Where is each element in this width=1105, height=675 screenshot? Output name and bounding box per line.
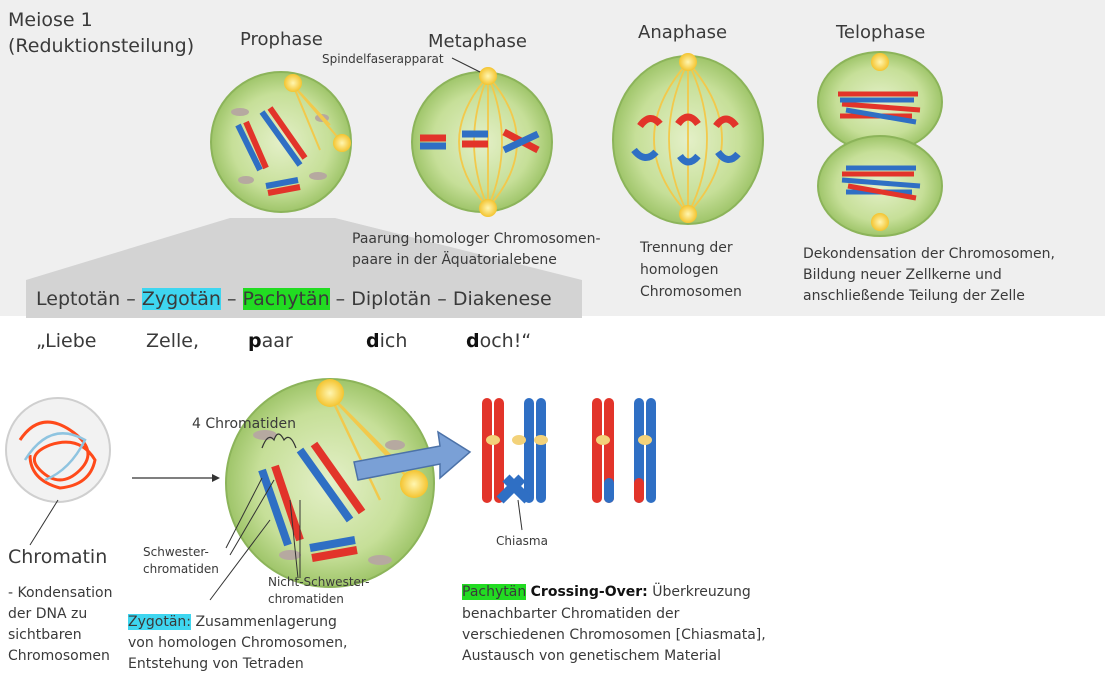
metaphase-caption-line1: Paarung homologer Chromosomen- (352, 231, 601, 247)
stage-diplotaen: Diplotän (351, 288, 432, 310)
chiasma-chromosomes (482, 398, 548, 531)
zygotene-cell (209, 378, 435, 601)
mnemonic-word-1: „Liebe (36, 330, 97, 352)
chromatin-desc-line3: sichtbaren (8, 627, 82, 643)
label-schwester-line2: chromatiden (143, 562, 219, 576)
stage-dash: – (437, 288, 447, 310)
anaphase-caption-line2: homologen (640, 262, 719, 278)
zygotaen-caption-line3: Entstehung von Tetraden (128, 656, 304, 672)
crossing-over-term: Crossing-Over: (530, 584, 648, 600)
label-nicht-schwester-line1: Nicht-Schwester- (268, 575, 370, 589)
label-chromatin: Chromatin (8, 546, 108, 568)
diagram-title: Meiose 1 (8, 9, 93, 31)
anaphase-caption-line3: Chromosomen (640, 284, 742, 300)
mnemonic-word-4: dich (366, 330, 408, 352)
phase-title-telophase: Telophase (836, 22, 926, 43)
label-spindelfaserapparat: Spindelfaserapparat (322, 52, 444, 66)
chromatin-desc-line4: Chromosomen (8, 648, 110, 664)
telophase-caption-line1: Dekondensation der Chromosomen, (803, 246, 1055, 262)
substage-list: Leptotän – Zygotän – Pachytän – Diplotän… (36, 288, 552, 310)
zoom-arrow (353, 430, 472, 481)
telophase-caption-line2: Bildung neuer Zellkerne und (803, 267, 1002, 283)
telophase-cells (817, 51, 943, 237)
telophase-caption-line3: anschließende Teilung der Zelle (803, 288, 1025, 304)
stage-diakenese: Diakenese (452, 288, 552, 310)
pachytaen-caption-line3: verschiedenen Chromosomen [Chiasmata], (462, 627, 766, 643)
stage-leptotaen: Leptotän (36, 288, 121, 310)
stage-pachytaen: Pachytän (242, 288, 330, 310)
arrow-head (212, 474, 220, 482)
chromatin-desc-line1: - Kondensation (8, 585, 113, 601)
prophase-cell (210, 71, 352, 213)
metaphase-caption-line2: paare in der Äquatorialebene (352, 252, 557, 268)
zygotaen-tag: Zygotän: (128, 614, 191, 630)
pachytaen-caption-line2: benachbarter Chromatiden der (462, 606, 680, 622)
phase-title-prophase: Prophase (240, 29, 323, 50)
label-chiasma: Chiasma (496, 534, 548, 548)
phase-title-anaphase: Anaphase (638, 22, 728, 43)
diagram-subtitle: (Reduktionsteilung) (8, 35, 195, 57)
mnemonic-word-2: Zelle, (146, 330, 199, 352)
stage-dash: – (126, 288, 136, 310)
anaphase-caption-line1: Trennung der (640, 240, 733, 256)
recombined-chromosomes (592, 398, 656, 503)
label-schwester-line1: Schwester- (143, 545, 209, 559)
zygotaen-caption-line1: Zygotän: Zusammenlagerung (128, 614, 337, 630)
pachytaen-tag: Pachytän (462, 584, 527, 600)
mnemonic-word-5: doch!“ (466, 330, 532, 352)
anaphase-cell (612, 53, 764, 225)
zygotaen-caption-line2: von homologen Chromosomen, (128, 635, 348, 651)
mnemonic-word-3: paar (248, 330, 293, 352)
chromatin-illustration (5, 397, 111, 546)
metaphase-cell (411, 57, 553, 217)
pachytaen-caption-line1: Pachytän Crossing-Over: Überkreuzung (462, 584, 751, 600)
stage-dash: – (226, 288, 237, 310)
phase-title-metaphase: Metaphase (428, 31, 528, 52)
stage-zygotaen: Zygotän (141, 288, 221, 310)
pachytaen-caption-line4: Austausch von genetischem Material (462, 648, 721, 664)
label-4-chromatiden: 4 Chromatiden (192, 416, 296, 432)
label-nicht-schwester-line2: chromatiden (268, 592, 344, 606)
chromatin-desc-line2: der DNA zu (8, 606, 88, 622)
stage-dash: – (335, 288, 346, 310)
zoom-wedge (26, 218, 582, 280)
